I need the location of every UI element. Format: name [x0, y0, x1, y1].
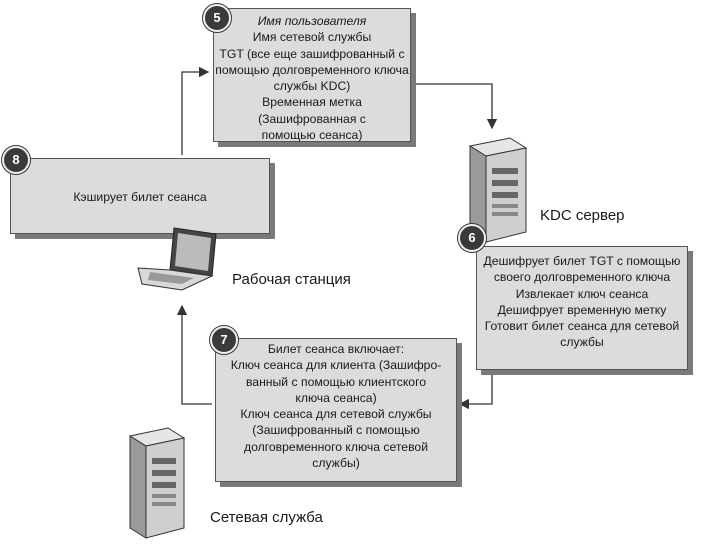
step-5-line: помощью долговременного ключа	[215, 62, 409, 77]
step-6-line: Готовит билет сеанса для сетевой	[484, 319, 680, 334]
network-service-label: Сетевая служба	[210, 509, 323, 526]
arrow-reply-to-workstation	[176, 304, 212, 405]
step-5-line: Имя сетевой службы	[252, 30, 372, 45]
step-5-box: Имя пользователя Имя сетевой службы TGT …	[213, 8, 411, 142]
step-6-badge: 6	[458, 224, 486, 252]
workstation-label: Рабочая станция	[232, 271, 351, 288]
step-8-box: Кэширует билет сеанса	[10, 158, 270, 234]
step-6-box: Дешифрует билет TGT с помощью своего дол…	[476, 246, 688, 370]
arrow-workstation-to-kdc-request	[181, 66, 210, 155]
step-6-line: службы	[560, 335, 604, 350]
arrow-kdc-to-reply	[458, 366, 493, 410]
step-7-line: ключа сеанса)	[295, 390, 377, 405]
step-6-line: Дешифрует временную метку	[497, 302, 667, 317]
step-6-line: своего долговременного ключа	[493, 270, 671, 285]
step-6-line: Извлекает ключ сеанса	[515, 286, 649, 301]
step-7-line: службы)	[312, 456, 360, 471]
step-8-line: Кэширует билет сеанса	[73, 190, 207, 204]
step-7-badge: 7	[210, 326, 238, 354]
step-7-line: Ключ сеанса для клиента (Зашифро-	[230, 358, 442, 373]
step-5-line: помощью сеанса)	[261, 128, 363, 143]
step-7-line: долговременного ключа сетевой	[243, 439, 429, 454]
step-7-line: Ключ сеанса для сетевой службы	[240, 407, 432, 422]
step-5-line: службы KDC)	[273, 79, 351, 94]
step-7-line: ванный с помощью клиентского	[245, 374, 427, 389]
kdc-server-label: KDC сервер	[540, 207, 625, 224]
arrow-request-to-kdc	[410, 83, 498, 130]
step-5-badge: 5	[203, 4, 231, 32]
step-5-line: Имя пользователя	[257, 14, 367, 28]
step-7-line: (Зашифрованный с помощью	[252, 423, 420, 438]
step-6-line: Дешифрует билет TGT с помощью	[483, 254, 681, 268]
step-7-box: Билет сеанса включает: Ключ сеанса для к…	[215, 338, 457, 482]
step-5-line: Временная метка (Зашифрованная с	[258, 95, 366, 126]
step-8-badge: 8	[2, 146, 30, 174]
step-7-line: Билет сеанса включает:	[267, 342, 405, 356]
step-5-line: TGT (все еще зашифрованный с	[219, 46, 405, 61]
